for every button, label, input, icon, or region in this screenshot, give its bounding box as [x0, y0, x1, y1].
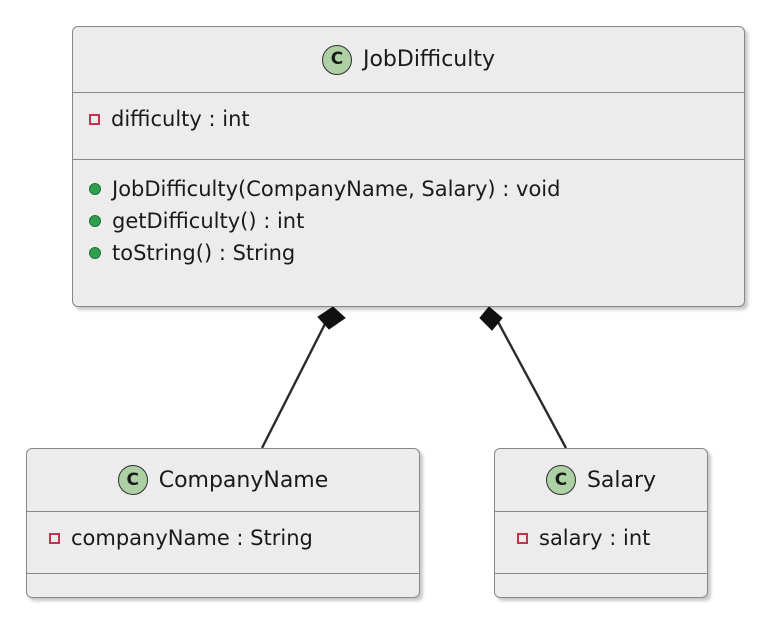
- public-circle-icon: [89, 215, 101, 227]
- attribute-row[interactable]: companyName : String: [27, 525, 419, 551]
- method-label: JobDifficulty(CompanyName, Salary) : voi…: [112, 177, 561, 201]
- class-icon-c: C: [545, 465, 576, 495]
- class-box-salary[interactable]: C Salary salary : int: [494, 448, 708, 598]
- class-box-companyname[interactable]: C CompanyName companyName : String: [26, 448, 420, 598]
- attribute-row[interactable]: salary : int: [495, 525, 707, 551]
- method-row[interactable]: getDifficulty() : int: [73, 208, 744, 240]
- attribute-row[interactable]: difficulty : int: [73, 106, 744, 132]
- method-row[interactable]: toString() : String: [73, 240, 744, 266]
- class-title: JobDifficulty: [362, 47, 496, 72]
- composition-line-left: [260, 317, 330, 449]
- attributes-compartment-jobdifficulty: difficulty : int: [73, 92, 744, 159]
- attribute-label: companyName : String: [71, 526, 313, 550]
- method-row[interactable]: JobDifficulty(CompanyName, Salary) : voi…: [73, 176, 744, 208]
- class-icon-c: C: [321, 44, 352, 75]
- method-label: getDifficulty() : int: [112, 209, 305, 233]
- composition-line-right: [495, 319, 568, 449]
- private-square-icon: [49, 532, 60, 544]
- private-square-icon: [517, 532, 528, 544]
- attribute-label: difficulty : int: [111, 107, 250, 131]
- class-header-salary: C Salary: [495, 449, 707, 511]
- class-icon-c: C: [117, 465, 148, 495]
- composition-jobdifficulty-salary: [479, 306, 568, 449]
- methods-compartment-companyname: [27, 573, 419, 597]
- method-label: toString() : String: [112, 241, 296, 265]
- attributes-compartment-salary: salary : int: [495, 511, 707, 573]
- class-header-companyname: C CompanyName: [27, 449, 419, 511]
- class-title: Salary: [586, 467, 657, 493]
- public-circle-icon: [89, 183, 101, 195]
- methods-compartment-jobdifficulty: JobDifficulty(CompanyName, Salary) : voi…: [73, 159, 744, 306]
- class-box-jobdifficulty[interactable]: C JobDifficulty difficulty : int JobDiff…: [72, 26, 745, 307]
- class-title: CompanyName: [158, 467, 329, 493]
- private-square-icon: [89, 113, 100, 125]
- attribute-label: salary : int: [539, 526, 651, 550]
- attributes-compartment-companyname: companyName : String: [27, 511, 419, 573]
- composition-jobdifficulty-companyname: [260, 306, 346, 449]
- class-header-jobdifficulty: C JobDifficulty: [73, 27, 744, 92]
- composition-diamond-right: [479, 306, 503, 331]
- methods-compartment-salary: [495, 573, 707, 597]
- composition-diamond-left: [317, 306, 346, 330]
- public-circle-icon: [89, 247, 101, 259]
